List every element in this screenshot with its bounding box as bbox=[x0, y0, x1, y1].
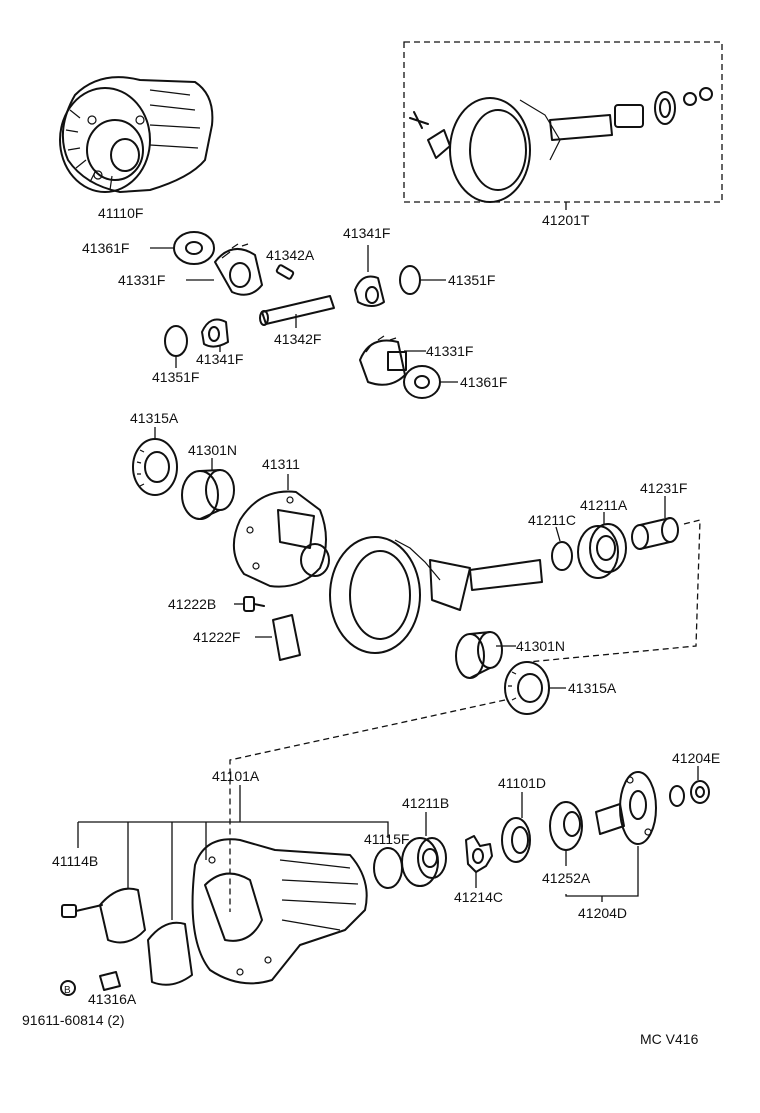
thrust-washer-41351F-left bbox=[164, 325, 188, 357]
label-41341F-b: 41341F bbox=[196, 351, 243, 367]
nut-41204E bbox=[690, 780, 710, 804]
label-41315A-a: 41315A bbox=[130, 410, 179, 426]
side-gear-washer-41361F bbox=[173, 231, 215, 265]
label-41331F-a: 41331F bbox=[118, 272, 165, 288]
washer-41204E bbox=[669, 785, 685, 807]
label-41351F-a: 41351F bbox=[448, 272, 495, 288]
label-41315A-b: 41315A bbox=[568, 680, 617, 696]
dust-deflector-41252A bbox=[549, 801, 583, 851]
label-41222F: 41222F bbox=[193, 629, 240, 645]
bolt-41222B bbox=[243, 596, 265, 612]
label-41114B: 41114B bbox=[52, 853, 98, 869]
bearing-race-41301N-right bbox=[455, 631, 503, 679]
label-41301N-b: 41301N bbox=[516, 638, 565, 654]
label-41316A: 41316A bbox=[88, 991, 137, 1007]
differential-case-41311 bbox=[233, 490, 330, 588]
ring-pinion-kit-box bbox=[403, 41, 723, 203]
label-41361F-b: 41361F bbox=[460, 374, 507, 390]
companion-flange-41204D bbox=[595, 771, 657, 845]
label-41201T: 41201T bbox=[542, 212, 590, 228]
pinion-gear-41341F-left bbox=[201, 318, 229, 348]
label-41211C: 41211C bbox=[528, 512, 576, 528]
spacer-41231F bbox=[631, 517, 679, 550]
ring-pinion-kit-drawing bbox=[409, 87, 713, 203]
lock-washer-41214C bbox=[465, 835, 493, 873]
bracket-41101A bbox=[78, 821, 389, 838]
label-41222B: 41222B bbox=[168, 596, 216, 612]
shim-41115F bbox=[373, 847, 403, 889]
pinion-gear-41341F-right bbox=[354, 275, 385, 307]
bearing-cap-left bbox=[99, 887, 146, 944]
diagram-code: MC V416 bbox=[640, 1031, 699, 1047]
bearing-41211A bbox=[577, 523, 627, 579]
label-41211A: 41211A bbox=[580, 497, 628, 513]
label-41204E: 41204E bbox=[672, 750, 720, 766]
label-41214C: 41214C bbox=[454, 889, 503, 905]
label-41361F-a: 41361F bbox=[82, 240, 129, 256]
bearing-41315A-left bbox=[132, 438, 178, 496]
label-41252A: 41252A bbox=[542, 870, 591, 886]
label-41341F-a: 41341F bbox=[343, 225, 390, 241]
label-91611-60814: 91611-60814 (2) bbox=[22, 1012, 124, 1028]
label-41231F: 41231F bbox=[640, 480, 687, 496]
pinion-shaft-41342F bbox=[259, 295, 335, 326]
label-41204D: 41204D bbox=[578, 905, 627, 921]
clip-41316A bbox=[99, 971, 121, 991]
bolt-41114B bbox=[61, 904, 103, 918]
ring-gear-and-pinion bbox=[329, 536, 543, 654]
label-41110F: 41110F bbox=[98, 205, 143, 221]
label-41342A: 41342A bbox=[266, 247, 315, 263]
differential-case-assembly-drawing bbox=[59, 76, 214, 193]
bearing-41315A-right bbox=[504, 661, 550, 715]
bearing-cap-right bbox=[147, 921, 193, 986]
label-41311: 41311 bbox=[262, 456, 300, 472]
carrier-housing-41101A bbox=[191, 838, 368, 985]
b-circle-mark bbox=[60, 980, 76, 996]
label-41211B: 41211B bbox=[402, 795, 449, 811]
side-gear-washer-41361F-lower bbox=[403, 365, 441, 399]
label-41101A: 41101A bbox=[212, 768, 260, 784]
spacer-41211C bbox=[551, 541, 573, 571]
pin-41342A bbox=[275, 264, 295, 280]
thrust-washer-41351F-right bbox=[399, 265, 421, 295]
label-41101D: 41101D bbox=[498, 775, 546, 791]
dashed-connector-left bbox=[229, 699, 506, 912]
bearing-41211B bbox=[401, 837, 447, 887]
label-41331F-b: 41331F bbox=[426, 343, 473, 359]
label-41115F: 41115F bbox=[364, 831, 409, 847]
side-gear-41331F-lower bbox=[359, 335, 407, 386]
bearing-race-41301N-left bbox=[181, 469, 235, 520]
oil-seal-41101D bbox=[501, 817, 531, 863]
label-41351F-b: 41351F bbox=[152, 369, 199, 385]
side-gear-41331F-upper bbox=[214, 243, 263, 296]
label-41342F: 41342F bbox=[274, 331, 321, 347]
lock-plate-41222F bbox=[272, 614, 301, 661]
label-41301N-a: 41301N bbox=[188, 442, 237, 458]
b-mark: B bbox=[64, 985, 71, 996]
